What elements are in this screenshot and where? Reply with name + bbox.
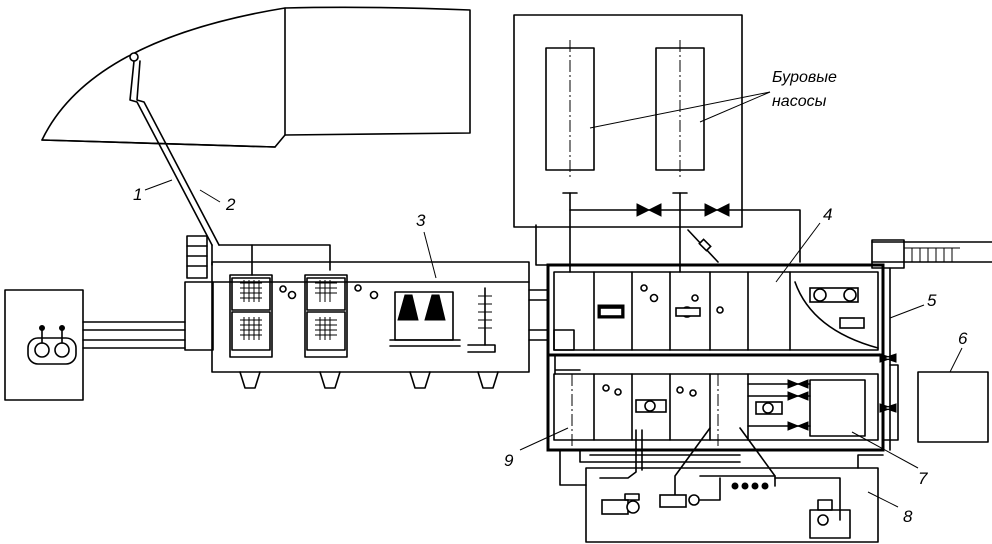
leader-5: 5 <box>889 291 937 319</box>
pump-icon <box>597 287 859 319</box>
discharge-line-5 <box>871 239 992 451</box>
tank-block-lower-9 <box>546 353 885 452</box>
screen-icon <box>240 280 337 340</box>
caption-pumps: насосы <box>772 93 827 110</box>
equipment-6: 6 <box>917 329 989 443</box>
mud-pumps-caption: Буровые насосы <box>589 69 837 129</box>
tank-block-upper-4 <box>546 263 885 357</box>
leader-3: 3 <box>416 211 437 279</box>
left-power-building <box>4 289 186 401</box>
leader-9: 9 <box>504 427 569 470</box>
leader-8: 8 <box>867 491 913 526</box>
label-6: 6 <box>958 329 968 348</box>
pump-house-8 <box>559 427 884 543</box>
label-7: 7 <box>918 469 928 488</box>
caption-drilling-pumps: Буровые <box>772 69 837 86</box>
label-1: 1 <box>133 185 142 204</box>
mud-pump-house <box>513 14 743 228</box>
leader-2: 2 <box>199 189 236 214</box>
valve-icon <box>704 203 730 217</box>
valve-icon <box>636 203 662 217</box>
label-2: 2 <box>225 195 236 214</box>
leader-7: 7 <box>851 431 928 488</box>
pump-discharge-piping <box>562 192 801 273</box>
label-3: 3 <box>416 211 426 230</box>
label-5: 5 <box>927 291 937 310</box>
leader-4: 4 <box>775 205 832 283</box>
label-9: 9 <box>504 451 514 470</box>
drilling-rig-outline <box>41 6 471 148</box>
leader-1: 1 <box>133 179 173 204</box>
label-4: 4 <box>823 205 832 224</box>
label-8: 8 <box>903 507 913 526</box>
connecting-pipes <box>528 224 549 341</box>
cleaning-unit-3 <box>184 235 530 389</box>
flow-lines-1-2 <box>129 52 331 276</box>
